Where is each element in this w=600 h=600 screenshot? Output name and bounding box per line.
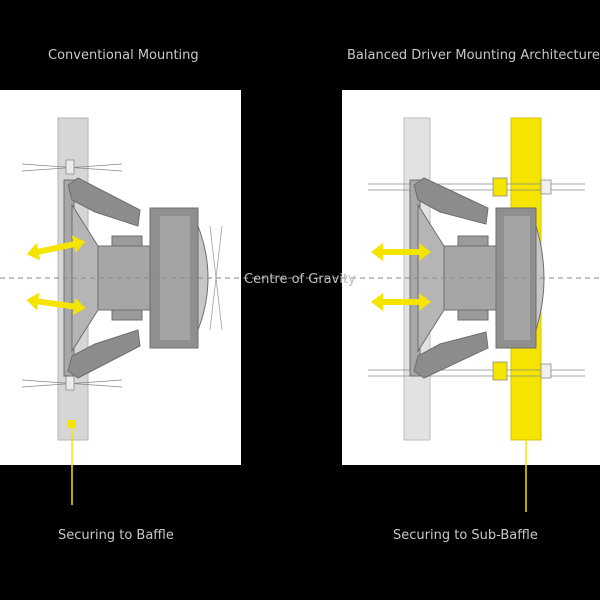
right-arrows [371, 243, 431, 311]
right-top-rod [368, 177, 585, 197]
right-title: Balanced Driver Mounting Architecture [347, 48, 600, 63]
left-arrows [26, 235, 86, 316]
left-callout-marker [68, 420, 76, 428]
left-caption: Securing to Baffle [58, 528, 174, 543]
right-caption: Securing to Sub-Baffle [393, 528, 538, 543]
left-title: Conventional Mounting [48, 48, 199, 63]
left-driver [63, 177, 209, 379]
left-bottom-screw [21, 375, 123, 391]
right-bottom-rod [368, 361, 585, 381]
centre-of-gravity-label: Centre of Gravity [244, 272, 356, 287]
left-top-screw [21, 159, 123, 175]
